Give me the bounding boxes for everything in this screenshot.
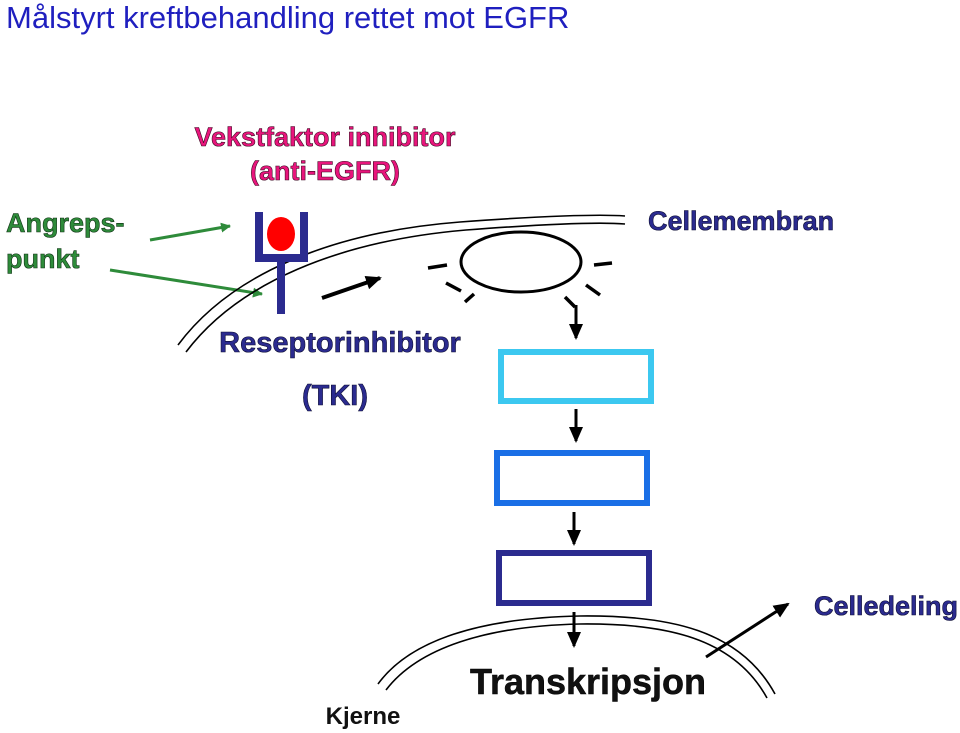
growth-inhibitor-label-line2: (anti-EGFR) — [250, 156, 400, 186]
attack-arrow-to-receptor — [109, 268, 263, 298]
signal-box-1 — [498, 349, 654, 404]
signal-box-2 — [494, 450, 650, 506]
cell-membrane-label: Cellemembran — [648, 206, 834, 236]
activation-rays — [427, 261, 613, 309]
growth-inhibitor-label-line1: Vekstfaktor inhibitor — [194, 122, 456, 152]
transcription-label: Transkripsjon — [470, 661, 706, 702]
tki-label: (TKI) — [302, 380, 368, 412]
ligand-icon — [267, 217, 295, 251]
signal-box-3 — [496, 550, 652, 606]
nucleus-membrane — [377, 615, 776, 699]
receptor-inhibitor-label: Reseptorinhibitor — [219, 327, 461, 359]
cell-membrane — [177, 214, 626, 353]
activation-arrow — [321, 275, 382, 300]
page-title: Målstyrt kreftbehandling rettet mot EGFR — [6, 0, 569, 35]
attack-point-label-line1: Angreps- — [6, 208, 125, 238]
attack-point-label-line2: punkt — [6, 244, 80, 274]
receptor-shape — [255, 212, 308, 314]
attack-arrow-to-ligand — [149, 222, 231, 242]
activated-receptor-oval — [459, 230, 583, 294]
nucleus-label: Kjerne — [326, 703, 401, 730]
division-arrow — [705, 602, 790, 659]
cell-division-label: Celledeling — [814, 591, 958, 621]
